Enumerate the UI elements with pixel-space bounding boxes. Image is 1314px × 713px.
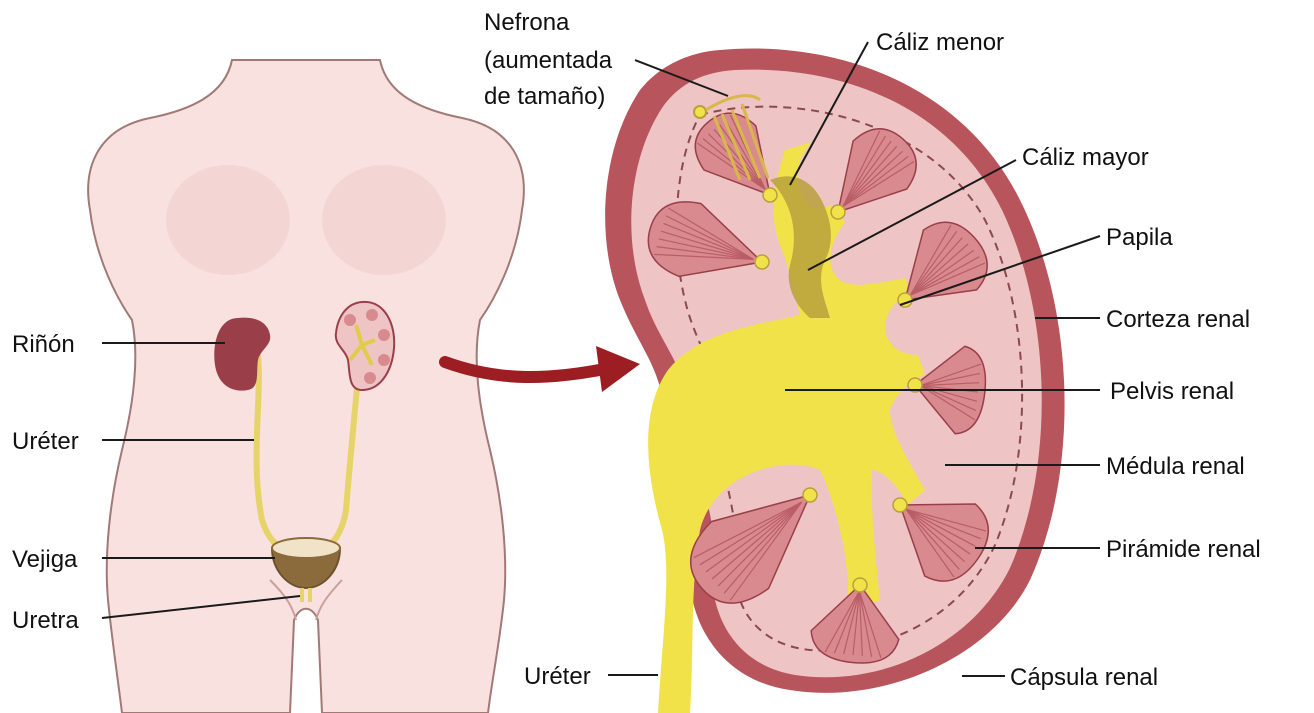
- label-nefrona-line2: (aumentada: [484, 47, 613, 74]
- label-body-ureter: Uréter: [12, 428, 79, 455]
- label-capsula: Cápsula renal: [1010, 664, 1158, 691]
- label-vejiga: Vejiga: [12, 546, 78, 573]
- label-pelvis: Pelvis renal: [1110, 378, 1234, 405]
- left-breast-shading: [166, 165, 290, 275]
- label-nefrona-line3: de tamaño): [484, 83, 605, 110]
- label-caliz-menor: Cáliz menor: [876, 29, 1004, 56]
- label-papila: Papila: [1106, 224, 1173, 251]
- female-torso-figure: [88, 60, 524, 713]
- label-uretra: Uretra: [12, 607, 79, 634]
- label-caliz-mayor: Cáliz mayor: [1022, 144, 1149, 171]
- torso-silhouette: [88, 60, 524, 713]
- right-breast-shading: [322, 165, 446, 275]
- label-rinon: Riñón: [12, 331, 75, 358]
- label-kidney-ureter: Uréter: [524, 663, 591, 690]
- label-corteza: Corteza renal: [1106, 306, 1250, 333]
- zoom-arrow-head: [596, 346, 640, 392]
- label-medula: Médula renal: [1106, 453, 1245, 480]
- zoom-arrow: [445, 362, 610, 377]
- label-nefrona-line1: Nefrona: [484, 9, 570, 36]
- label-piramide: Pirámide renal: [1106, 536, 1261, 563]
